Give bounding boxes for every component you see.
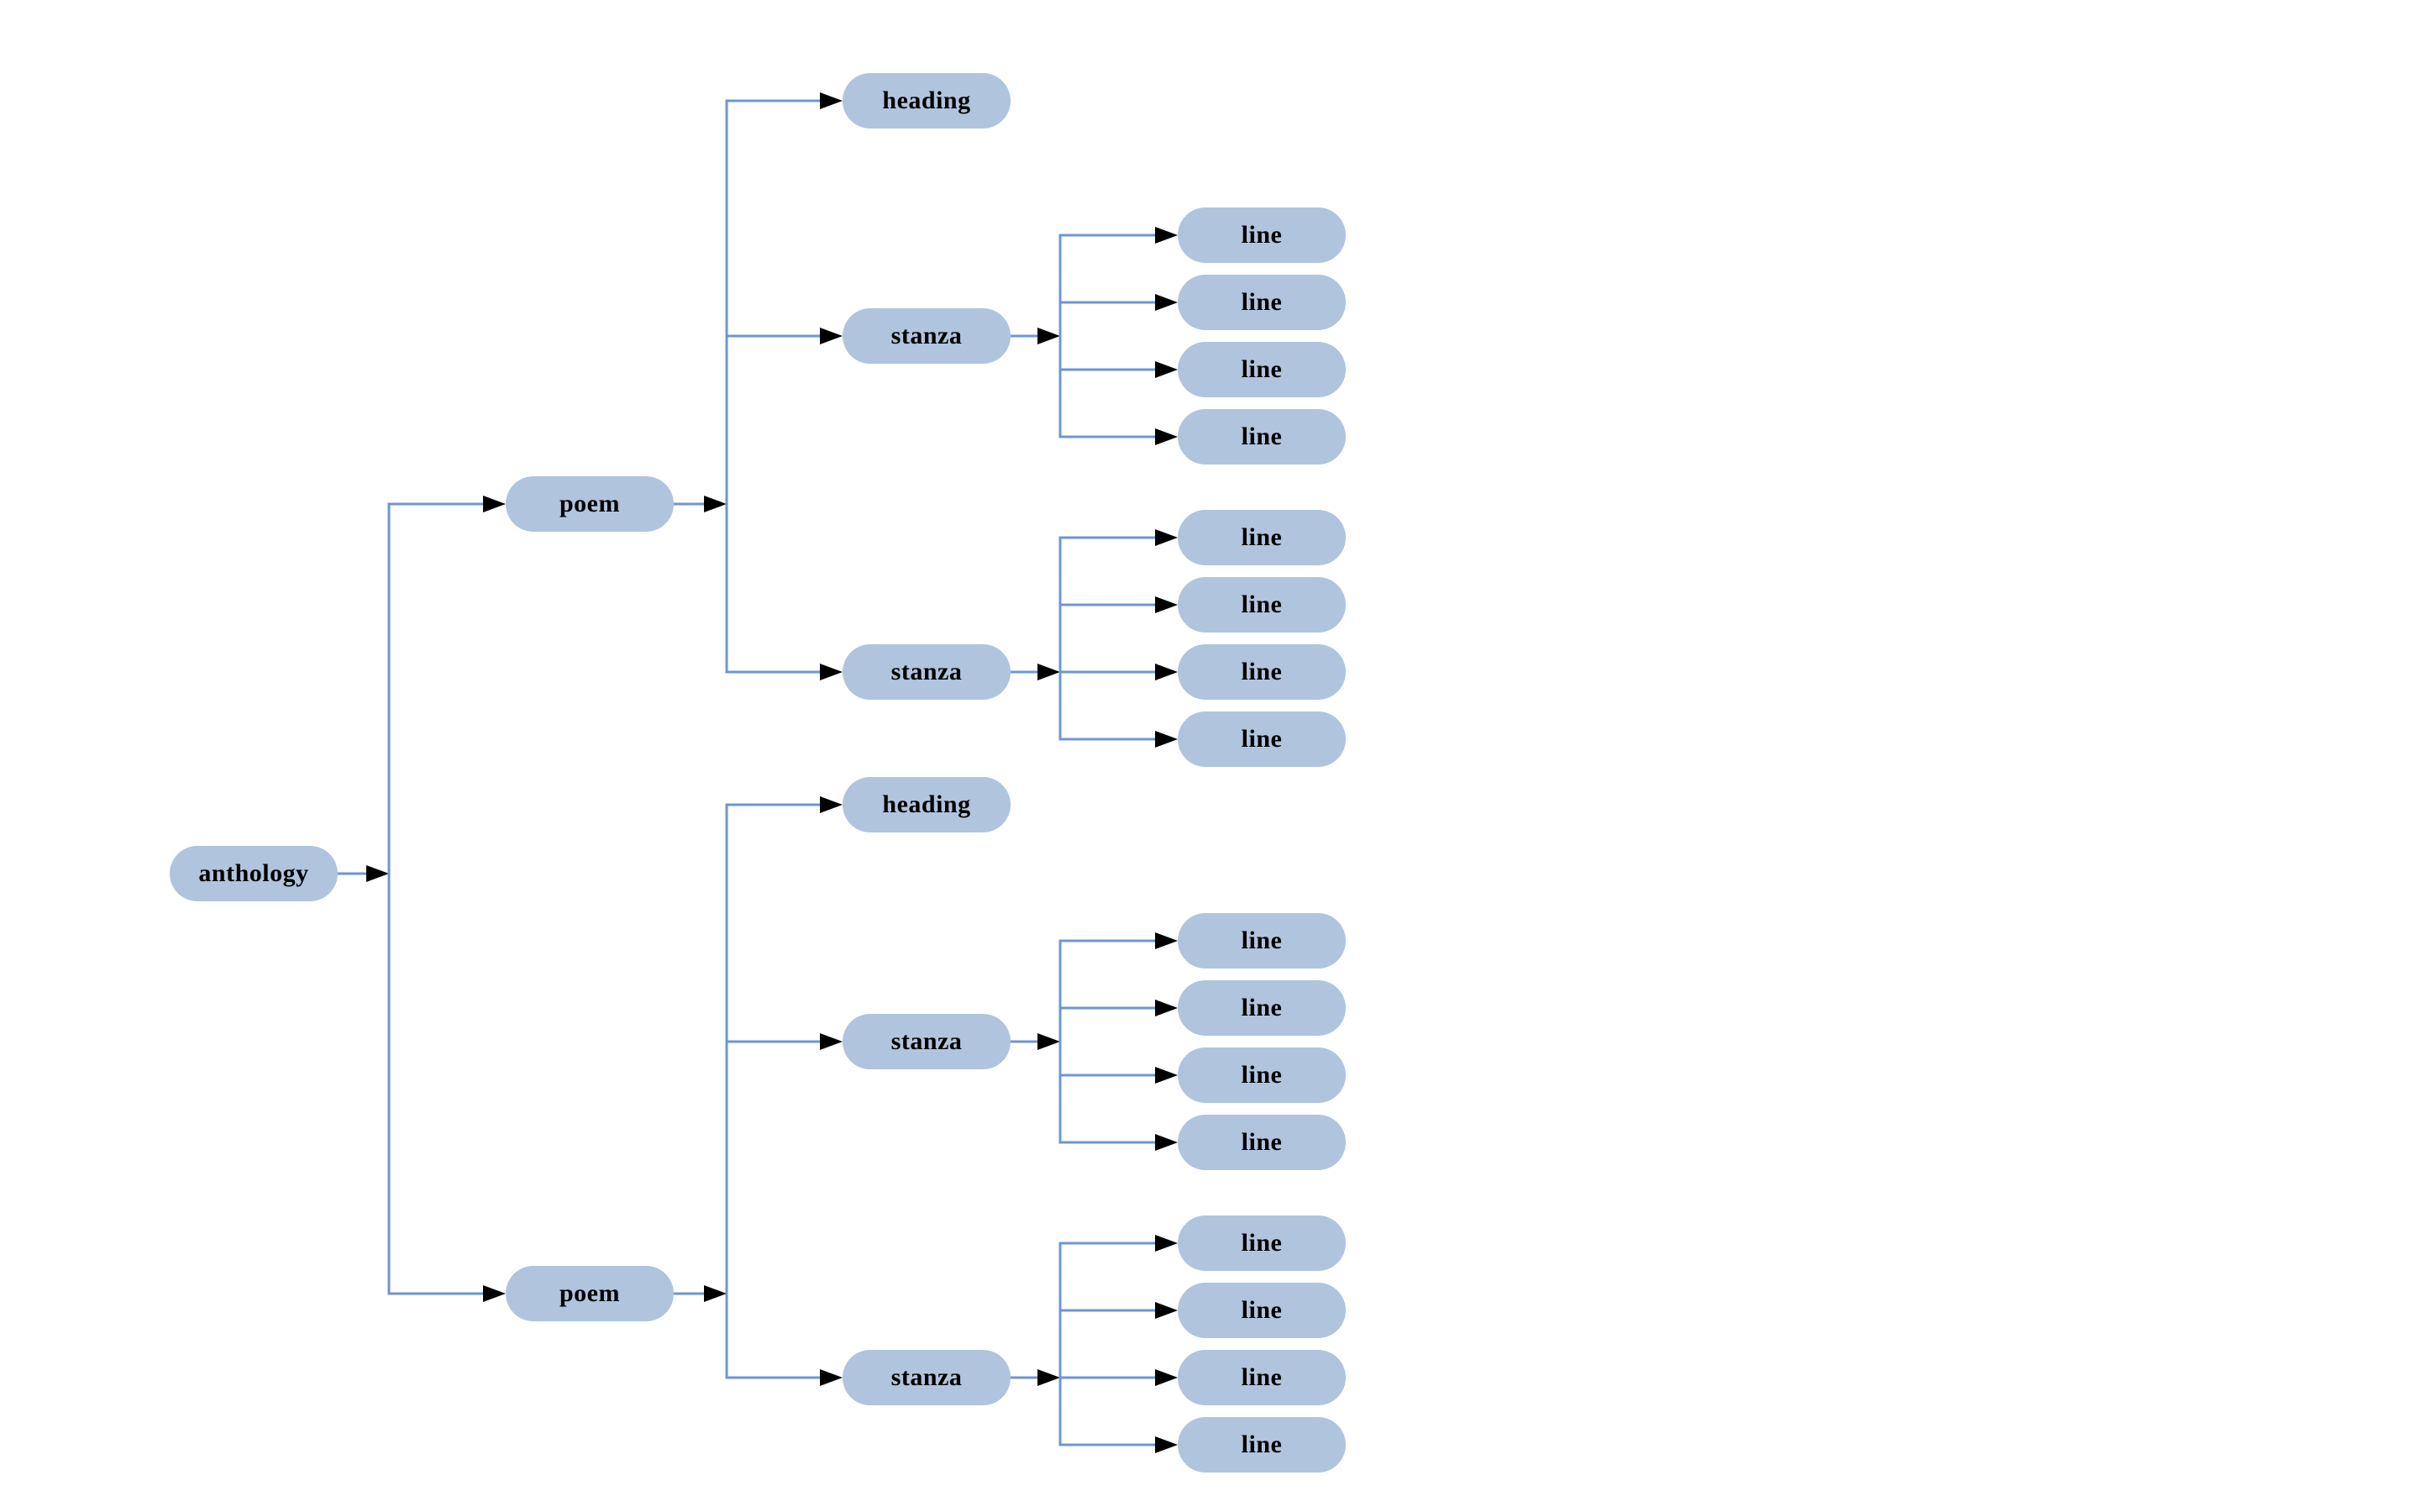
arrowhead-icon	[1155, 932, 1178, 949]
arrowhead-icon	[1037, 1369, 1060, 1386]
arrowhead-icon	[1155, 227, 1178, 244]
tree-node-line4c: line	[1178, 1350, 1346, 1405]
tree-node-heading2: heading	[843, 777, 1011, 832]
tree-node-line3d: line	[1178, 1115, 1346, 1170]
tree-node-line3a: line	[1178, 913, 1346, 969]
arrowhead-icon	[704, 1285, 727, 1302]
tree-node-stanza3: stanza	[843, 1014, 1011, 1069]
arrowhead-icon	[1155, 1436, 1178, 1453]
arrowhead-icon	[1037, 328, 1060, 344]
arrowhead-icon	[1155, 1134, 1178, 1151]
tree-node-line2d: line	[1178, 711, 1346, 767]
tree-node-line4a: line	[1178, 1215, 1346, 1271]
arrowhead-icon	[820, 328, 843, 344]
arrowhead-icon	[1155, 1000, 1178, 1016]
arrowhead-icon	[1155, 731, 1178, 748]
arrowhead-icon	[1155, 428, 1178, 445]
arrowhead-icon	[1037, 1033, 1060, 1050]
tree-node-line1a: line	[1178, 207, 1346, 263]
tree-node-line2c: line	[1178, 644, 1346, 700]
arrowhead-icon	[1155, 361, 1178, 378]
tree-node-anthology: anthology	[170, 846, 338, 901]
tree-node-heading1: heading	[843, 73, 1011, 129]
edge-group-stanza3	[1009, 932, 1178, 1151]
arrowhead-icon	[1155, 529, 1178, 546]
edge-group-poem1	[672, 92, 843, 680]
arrowhead-icon	[820, 1369, 843, 1386]
tree-node-line3c: line	[1178, 1047, 1346, 1103]
arrowhead-icon	[1155, 1369, 1178, 1386]
tree-node-line2b: line	[1178, 577, 1346, 633]
arrowhead-icon	[366, 865, 389, 882]
arrowhead-icon	[1155, 1235, 1178, 1252]
arrowhead-icon	[483, 1285, 506, 1302]
arrowhead-icon	[1155, 664, 1178, 680]
tree-node-poem1: poem	[506, 476, 674, 532]
arrowhead-icon	[1155, 1067, 1178, 1084]
tree-node-stanza2: stanza	[843, 644, 1011, 700]
arrowhead-icon	[820, 664, 843, 680]
tree-node-stanza1: stanza	[843, 308, 1011, 364]
arrowhead-icon	[1155, 596, 1178, 613]
edge-group-anthology	[336, 496, 506, 1302]
edge-group-stanza1	[1009, 227, 1178, 445]
arrowhead-icon	[483, 496, 506, 512]
tree-node-line3b: line	[1178, 980, 1346, 1036]
arrowhead-icon	[1155, 1302, 1178, 1319]
tree-node-stanza4: stanza	[843, 1350, 1011, 1405]
edge-group-poem2	[672, 796, 843, 1386]
tree-node-line2a: line	[1178, 510, 1346, 565]
arrowhead-icon	[820, 1033, 843, 1050]
arrowhead-icon	[820, 796, 843, 813]
tree-node-line4d: line	[1178, 1417, 1346, 1473]
arrowhead-icon	[1037, 664, 1060, 680]
arrowhead-icon	[1155, 294, 1178, 311]
tree-node-poem2: poem	[506, 1266, 674, 1321]
tree-node-line1c: line	[1178, 342, 1346, 397]
tree-node-line4b: line	[1178, 1283, 1346, 1338]
edge-group-stanza4	[1009, 1235, 1178, 1453]
edge-group-stanza2	[1009, 529, 1178, 748]
arrowhead-icon	[704, 496, 727, 512]
tree-node-line1d: line	[1178, 409, 1346, 465]
tree-node-line1b: line	[1178, 275, 1346, 330]
arrowhead-icon	[820, 92, 843, 109]
